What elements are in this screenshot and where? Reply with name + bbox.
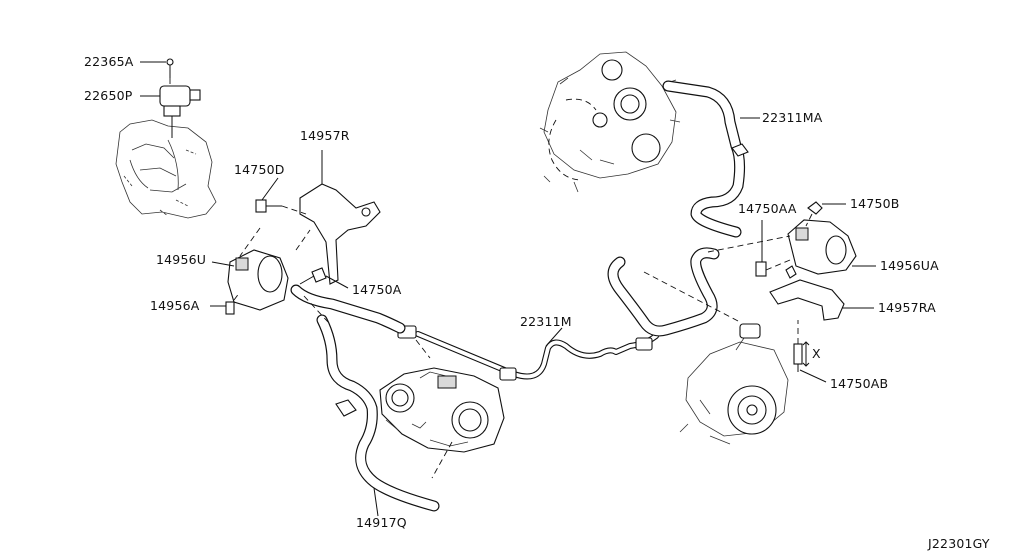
vacuum-pump (679, 323, 789, 445)
label-14750D: 14750D (234, 162, 285, 177)
label-14750AB: 14750AB (830, 376, 888, 391)
solenoid-assembly-right (755, 201, 876, 383)
sensor-assembly (115, 58, 217, 219)
label-22311MA: 22311MA (762, 110, 823, 125)
leader-lines (373, 117, 760, 517)
label-14957R: 14957R (300, 128, 350, 143)
label-22311M: 22311M (520, 314, 572, 329)
engine-unit-top (539, 51, 681, 193)
solenoid-assembly-left (210, 150, 381, 315)
label-22650P: 22650P (84, 88, 133, 103)
hose-22311M (397, 325, 659, 381)
label-14750AA: 14750AA (738, 201, 797, 216)
label-14956A: 14956A (150, 298, 200, 313)
dimension-x-mark: X (812, 346, 821, 361)
hose-left-upper (290, 284, 406, 334)
label-22365A: 22365A (84, 54, 134, 69)
label-14957RA: 14957RA (878, 300, 936, 315)
label-14956UA: 14956UA (880, 258, 939, 273)
label-14956U: 14956U (156, 252, 206, 267)
label-14750B: 14750B (850, 196, 900, 211)
label-14917Q: 14917Q (356, 515, 407, 530)
hose-22311MA (662, 80, 749, 238)
hose-14917Q (303, 295, 453, 512)
label-14750A: 14750A (352, 282, 402, 297)
hose-right-loop (607, 235, 791, 337)
diagram-code: J22301GY (927, 536, 990, 551)
throttle-body (379, 367, 505, 453)
